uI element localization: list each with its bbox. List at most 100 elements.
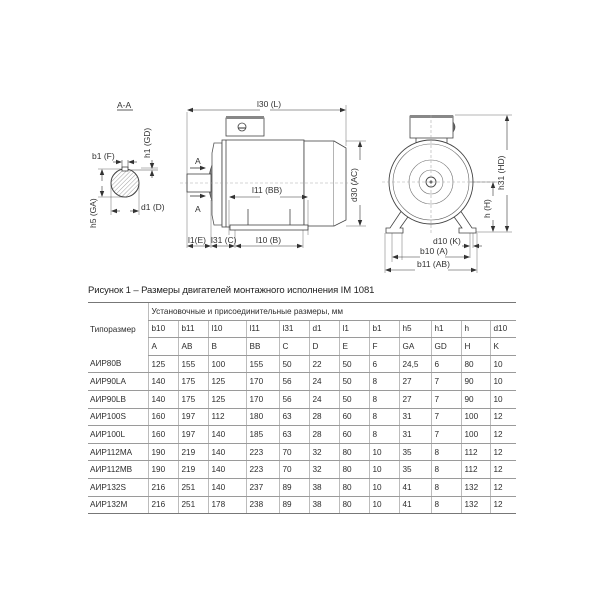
dim-l1: l1(E) [188,235,206,245]
dim-h5: h5 (GA) [88,198,98,228]
value-cell: 175 [177,390,208,409]
code-cell: b10 [147,320,178,339]
value-cell: 7 [430,408,461,427]
type-cell: АИР132M [88,496,148,515]
value-cell: 80 [338,496,369,515]
value-cell: 80 [460,355,490,374]
value-cell: 22 [308,355,339,374]
letter-cell: F [368,337,399,356]
value-cell: 197 [177,408,208,427]
value-cell: 41 [398,478,431,497]
letter-cell: AB [177,337,208,356]
value-cell: 50 [278,355,309,374]
type-cell: АИР80B [88,355,148,374]
value-cell: 223 [245,443,279,462]
value-cell: 180 [245,408,279,427]
value-cell: 175 [177,372,208,391]
value-cell: 7 [430,372,461,391]
value-cell: 89 [278,496,309,515]
dim-d10: d10 (K) [433,236,461,246]
value-cell: 32 [308,460,339,479]
value-cell: 56 [278,372,309,391]
value-cell: 112 [207,408,246,427]
value-cell: 155 [245,355,279,374]
letter-cell: GD [430,337,461,356]
value-cell: 90 [460,390,490,409]
value-cell: 8 [368,425,399,444]
type-cell: АИР112MB [88,460,148,479]
letter-cell: K [489,337,517,356]
value-cell: 140 [207,443,246,462]
dim-l10: l10 (B) [256,235,281,245]
value-cell: 216 [147,478,178,497]
letter-cell: A [147,337,178,356]
value-cell: 10 [489,355,517,374]
value-cell: 24 [308,390,339,409]
dim-h: h (H) [482,199,492,218]
value-cell: 80 [338,478,369,497]
dim-h31: h31 (HD) [496,155,506,190]
motor-dimension-drawing: A-A b1 (F) h1 (GD) h5 (GA) [0,0,600,285]
dim-d1: d1 (D) [141,202,165,212]
value-cell: 60 [338,425,369,444]
value-cell: 70 [278,460,309,479]
value-cell: 12 [489,496,517,515]
value-cell: 80 [338,460,369,479]
value-cell: 238 [245,496,279,515]
dim-l11: l11 (BB) [252,185,282,195]
value-cell: 216 [147,496,178,515]
letter-cell: GA [398,337,431,356]
dim-h1: h1 (GD) [142,128,152,158]
value-cell: 89 [278,478,309,497]
code-cell: d1 [308,320,339,339]
value-cell: 50 [338,372,369,391]
code-cell: l31 [278,320,309,339]
value-cell: 8 [368,408,399,427]
value-cell: 10 [489,390,517,409]
value-cell: 8 [430,443,461,462]
type-cell: АИР132S [88,478,148,497]
value-cell: 170 [245,390,279,409]
value-cell: 190 [147,460,178,479]
value-cell: 12 [489,478,517,497]
front-view: h31 (HD) h (H) d10 (K) b10 (A) b11 (AB) [382,114,512,273]
value-cell: 8 [430,460,461,479]
value-cell: 12 [489,408,517,427]
value-cell: 31 [398,408,431,427]
dim-l31: l31 (C) [211,235,237,245]
code-cell: l11 [245,320,279,339]
value-cell: 63 [278,425,309,444]
side-view: A A l30 (L) l11 (BB) d30 (AC) [180,99,366,249]
value-cell: 28 [308,408,339,427]
value-cell: 10 [368,496,399,515]
table-group-header-row: Типоразмер Установочные и присоединитель… [88,302,517,356]
value-cell: 132 [460,496,490,515]
value-cell: 8 [368,372,399,391]
value-cell: 132 [460,478,490,497]
value-cell: 7 [430,390,461,409]
value-cell: 170 [245,372,279,391]
type-cell: АИР100L [88,425,148,444]
value-cell: 178 [207,496,246,515]
dim-b10: b10 (A) [420,246,448,256]
drawing-svg: A-A b1 (F) h1 (GD) h5 (GA) [88,99,512,273]
value-cell: 70 [278,443,309,462]
value-cell: 27 [398,372,431,391]
value-cell: 38 [308,496,339,515]
type-cell: АИР90LB [88,390,148,409]
value-cell: 90 [460,372,490,391]
value-cell: 6 [430,355,461,374]
value-cell: 251 [177,478,208,497]
value-cell: 140 [207,425,246,444]
value-cell: 185 [245,425,279,444]
value-cell: 10 [368,460,399,479]
value-cell: 190 [147,443,178,462]
value-cell: 8 [430,478,461,497]
value-cell: 197 [177,425,208,444]
value-cell: 24 [308,372,339,391]
